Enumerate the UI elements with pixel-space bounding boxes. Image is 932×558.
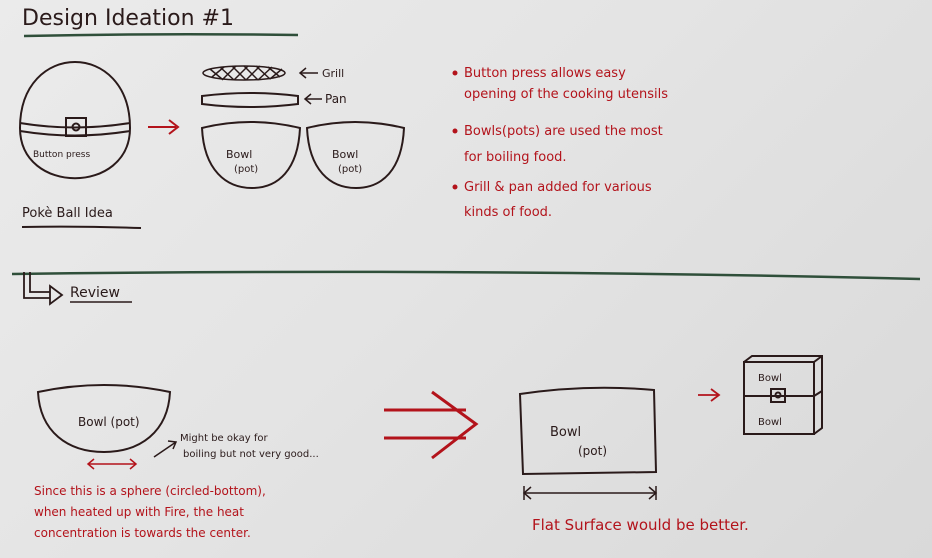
bowl-left-sketch (200, 121, 302, 190)
pan-arrow-icon (303, 93, 322, 105)
right-arrow-icon (148, 119, 180, 135)
side-note-arrow-icon (153, 440, 178, 458)
small-arrow-icon (698, 388, 721, 402)
flat-pot-sketch (518, 386, 658, 476)
note-3-line-1: Grill & pan added for various (464, 180, 652, 195)
bowl-right-label: Bowl (332, 148, 358, 161)
problem-line-1: Since this is a sphere (circled-bottom), (34, 484, 266, 498)
grill-arrow-icon (298, 67, 318, 79)
note-2-line-1: Bowls(pots) are used the most (464, 124, 663, 139)
conclusion-text: Flat Surface would be better. (532, 516, 749, 534)
bowl-left-sublabel: (pot) (234, 164, 258, 175)
bowl-right-sketch (305, 121, 406, 190)
note-1-line-2: opening of the cooking utensils (464, 87, 668, 102)
flat-pot-label: Bowl (550, 425, 581, 440)
bullet-dot (452, 70, 458, 76)
section-divider (11, 270, 921, 281)
note-1-line-1: Button press allows easy (464, 66, 626, 81)
pan-label: Pan (325, 92, 347, 106)
side-note-line-1: Might be okay for (180, 433, 268, 444)
title-underline (23, 32, 299, 38)
bowl-width-arrow (86, 458, 138, 470)
review-bowl-sketch (36, 384, 172, 454)
review-bowl-label: Bowl (pot) (78, 415, 140, 429)
side-note-line-2: boiling but not very good... (183, 449, 319, 460)
note-3-line-2: kinds of food. (464, 205, 552, 220)
bowl-left-label: Bowl (226, 148, 252, 161)
problem-line-3: concentration is towards the center. (34, 526, 251, 540)
box-top-label: Bowl (758, 373, 782, 384)
problem-line-2: when heated up with Fire, the heat (34, 505, 244, 519)
bullet-dot (452, 184, 458, 190)
bowl-right-sublabel: (pot) (338, 164, 362, 175)
review-heading: Review (70, 285, 120, 301)
poke-ball-caption: Pokè Ball Idea (22, 206, 113, 221)
note-2-line-2: for boiling food. (464, 150, 567, 165)
flat-width-arrow (522, 486, 658, 500)
pan-sketch (201, 92, 299, 108)
review-arrow-icon (23, 272, 64, 306)
poke-ball-sketch (18, 61, 132, 180)
flat-pot-sublabel: (pot) (578, 444, 607, 458)
box-bottom-label: Bowl (758, 417, 782, 428)
grill-sketch (202, 65, 286, 81)
notes-list: Button press allows easy opening of the … (452, 66, 668, 220)
grill-label: Grill (322, 67, 344, 80)
stacked-box-sketch (743, 355, 823, 435)
page-title: Design Ideation #1 (22, 6, 234, 31)
caption-underline (21, 225, 142, 229)
bullet-dot (452, 128, 458, 134)
double-arrow-icon (384, 390, 479, 460)
button-press-label: Button press (33, 150, 90, 160)
